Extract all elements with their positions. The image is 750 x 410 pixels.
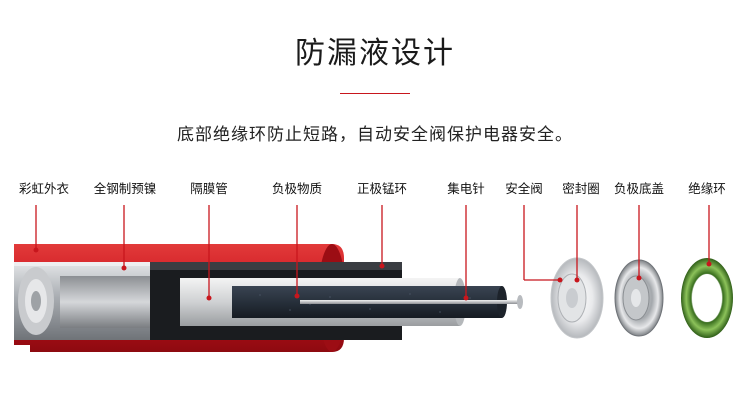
page-subtitle: 底部绝缘环防止短路，自动安全阀保护电器安全。 [177, 125, 573, 145]
positive-terminal [18, 267, 54, 335]
insulating-ring [681, 258, 733, 338]
collector-pin [300, 295, 523, 309]
label-cathode-ring: 正极锰环 [356, 181, 408, 196]
label-rainbow-jacket: 彩虹外衣 [18, 181, 70, 196]
negative-cap [614, 259, 664, 337]
label-seal-ring: 密封圈 [562, 181, 600, 196]
label-safety-valve: 安全阀 [505, 181, 543, 196]
label-anode-material: 负极物质 [271, 181, 323, 196]
label-insulating-ring: 绝缘环 [688, 181, 726, 196]
leader-dots [33, 247, 712, 301]
page-title: 防漏液设计 [295, 36, 455, 71]
label-negative-cap: 负极底盖 [613, 181, 665, 196]
label-separator-tube: 隔膜管 [190, 181, 228, 196]
safety-valve [550, 257, 604, 339]
title-divider [340, 93, 410, 94]
label-collector-pin: 集电针 [447, 181, 485, 196]
label-steel-can: 全钢制预镍 [93, 181, 157, 196]
leader-lines [35, 205, 710, 298]
